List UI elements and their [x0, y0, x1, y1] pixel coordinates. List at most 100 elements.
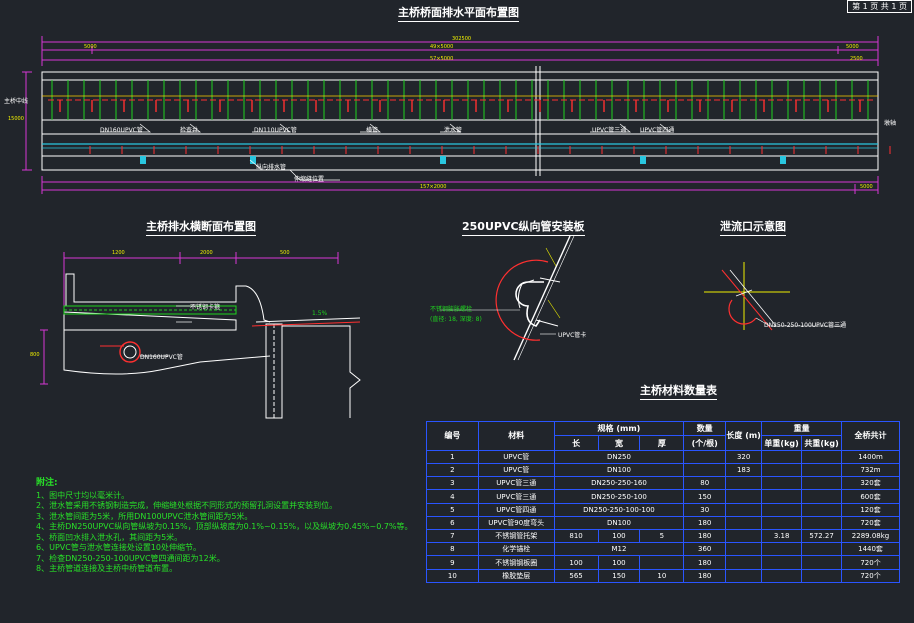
th-qty-unit: (个/根) [683, 435, 727, 451]
notes: 附注: 1、图中尺寸均以毫米计。2、泄水管采用不锈钢制造完成，伸缩缝处根据不同形… [36, 478, 413, 575]
materials-title: 主桥材料数量表 [640, 382, 717, 400]
clamp-label-2: (直径: 18, 深度: 8) [430, 316, 482, 323]
cell-wid: 100 [597, 529, 641, 544]
cell-total: 320套 [841, 476, 900, 491]
cell-qty: 180 [683, 515, 727, 531]
plan-leaders [100, 123, 671, 181]
cell-name: 化学锚栓 [477, 542, 555, 557]
cell-length: 183 [725, 463, 763, 478]
cell-qty: 80 [683, 476, 727, 491]
plan-left-label: 主桥中线 [4, 98, 29, 105]
note-item: 4、主桥DN250UPVC纵向管纵坡为0.15%，顶部纵坡度为0.1%~0.15… [36, 522, 413, 531]
plan-dim-2: 302500 [452, 36, 472, 42]
th-qty: 数量 [683, 420, 727, 437]
th-wid: 宽 [597, 435, 641, 451]
cell-qty: 360 [683, 542, 727, 557]
section-dim-2: 2000 [200, 250, 213, 256]
cell-name: UPVC管90度弯头 [477, 515, 555, 531]
section-title: 主桥排水横断面布置图 [146, 218, 256, 236]
section-dim-1: 1200 [112, 250, 125, 256]
cell-no: 2 [426, 463, 479, 478]
cell-length [725, 489, 763, 504]
cell-spec: DN250 [553, 449, 685, 465]
deck-outline [41, 66, 879, 176]
cell-total: 2289.08kg [841, 529, 900, 544]
note-item: 5、桥面凹水排入泄水孔，其间距为5米。 [36, 532, 183, 542]
outlet-box [440, 156, 446, 164]
cell-wid: 150 [597, 568, 641, 584]
cell-unit_w [761, 515, 803, 531]
cell-no: 8 [426, 542, 479, 557]
cell-length [725, 515, 763, 531]
plan-dim-7: 157×2000 [420, 184, 447, 190]
cell-name: 橡胶垫层 [477, 568, 555, 584]
cell-unit_w [761, 476, 803, 491]
section-slope-label: 1.5% [312, 310, 328, 317]
drain-title: 泄流口示意图 [720, 218, 786, 236]
cell-len: 565 [553, 568, 599, 584]
cell-total: 1400m [841, 449, 900, 465]
plan-bottom-callout-1: 纵向排水管 [256, 164, 287, 171]
cell-length [725, 502, 763, 517]
outlet-box [250, 156, 256, 164]
clamp-title: 250UPVC纵向管安装板 [462, 218, 585, 236]
cell-wid: 100 [597, 555, 641, 570]
plan-callout-5: 泄水管 [444, 127, 463, 134]
cell-unit_w [761, 568, 803, 584]
materials-table: 编号 材料 规格 (mm) 数量 长度 (m) 重量 全桥共计 长 宽 厚 单重… [426, 420, 900, 584]
cell-unit_w [761, 463, 803, 478]
plan-dim-4: 5000 [846, 44, 859, 50]
cell-no: 10 [426, 568, 479, 584]
cell-total_w [801, 489, 843, 504]
cell-qty [683, 449, 727, 465]
cell-spec: DN250-250-160 [553, 476, 685, 491]
cell-name: UPVC管 [477, 463, 555, 478]
cell-total_w [801, 515, 843, 531]
plan-right-label: 墩轴 [884, 120, 897, 127]
cell-total: 720套 [841, 515, 900, 531]
th-unit-w: 单重(kg) [761, 435, 803, 451]
plan-callout-1: DN160UPVC管 [100, 127, 143, 134]
clamp-label-1: 不锈钢膨胀螺栓 [430, 306, 473, 313]
th-length: 长度 (m) [725, 421, 763, 451]
note-item: 3、泄水管间距为5米，所用DN100UPVC泄水管间距为5米。 [36, 511, 253, 521]
notes-heading: 附注: [36, 478, 58, 488]
cell-length [725, 529, 763, 544]
cell-total: 720个 [841, 555, 900, 570]
section-label-1: DN160UPVC管 [140, 354, 183, 361]
notes-list: 1、图中尺寸均以毫米计。2、泄水管采用不锈钢制造完成，伸缩缝处根据不同形式的预留… [36, 491, 413, 575]
cell-len: 810 [553, 529, 599, 544]
cell-spec: M12 [553, 542, 685, 557]
cell-unit_w: 3.18 [761, 529, 803, 544]
cell-total_w [801, 555, 843, 570]
drain-drawing [704, 262, 842, 331]
cell-thk [639, 555, 685, 570]
clamp-label-3: UPVC管卡 [558, 332, 587, 339]
plan-dim-6: 2500 [850, 56, 863, 62]
plan-callout-6: UPVC管三通 [592, 127, 627, 134]
note-item: 6、UPVC管与泄水管连接处设置10处伸缩节。 [36, 543, 202, 552]
plan-callout-7: UPVC管四通 [640, 127, 675, 134]
section-label-2: 不锈钢卡箍 [190, 304, 221, 311]
cell-length [725, 568, 763, 584]
cell-total_w: 572.27 [801, 529, 843, 544]
note-item: 1、图中尺寸均以毫米计。 [36, 490, 130, 500]
section-drawing [40, 252, 361, 419]
cell-name: UPVC管 [477, 449, 555, 465]
plan-dim-5: 57×5000 [430, 56, 454, 62]
cell-unit_w [761, 502, 803, 517]
cell-total_w [801, 463, 843, 478]
cell-thk: 5 [639, 529, 685, 544]
cell-qty: 180 [683, 529, 727, 544]
note-item: 2、泄水管采用不锈钢制造完成，伸缩缝处根据不同形式的预留孔洞设置并安装到位。 [36, 501, 338, 510]
outlet-box [640, 156, 646, 164]
cell-no: 5 [426, 502, 479, 517]
th-total-w: 共重(kg) [801, 435, 843, 451]
th-material: 材料 [477, 421, 555, 451]
